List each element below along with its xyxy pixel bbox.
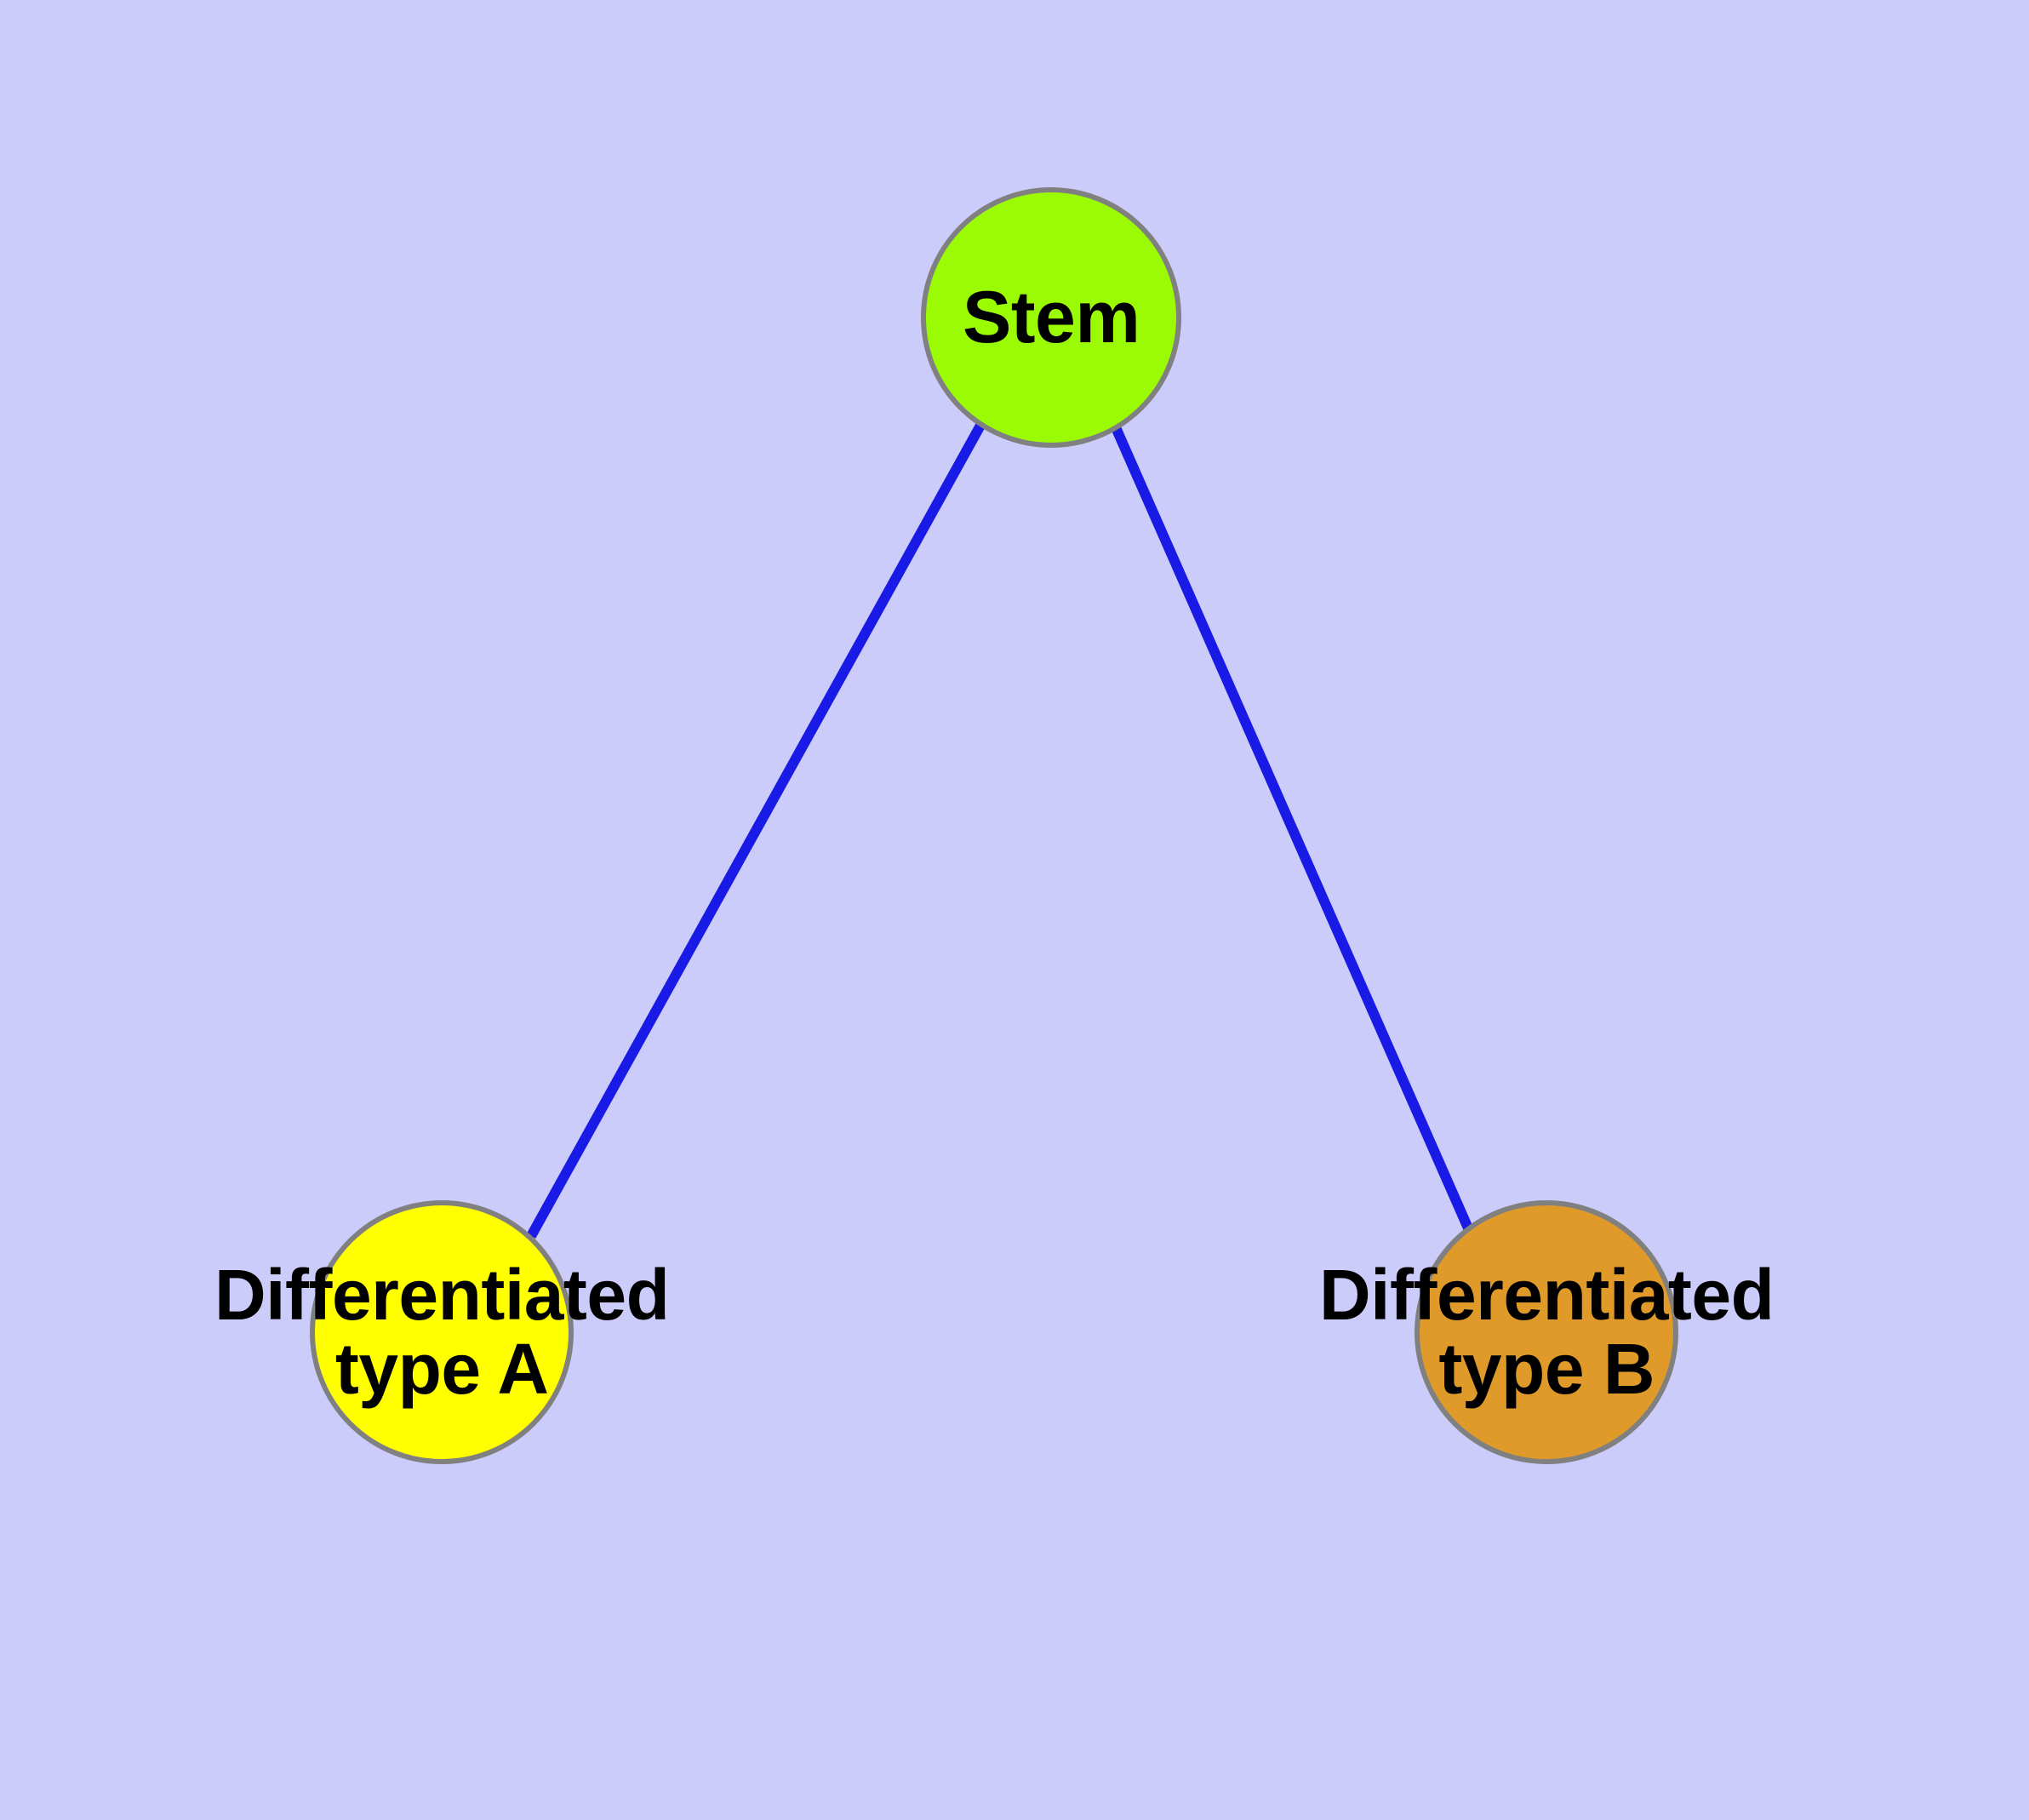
edges-layer xyxy=(526,421,1474,1239)
graph-edge-stem-to-type-a[interactable] xyxy=(526,421,986,1239)
graph-node-type_b[interactable] xyxy=(1415,1200,1678,1464)
graph-node-stem[interactable] xyxy=(921,187,1181,448)
nodes-layer xyxy=(310,187,1678,1464)
graph-node-type_a[interactable] xyxy=(310,1200,574,1464)
graph-edge-stem-to-type-b[interactable] xyxy=(1110,423,1474,1233)
